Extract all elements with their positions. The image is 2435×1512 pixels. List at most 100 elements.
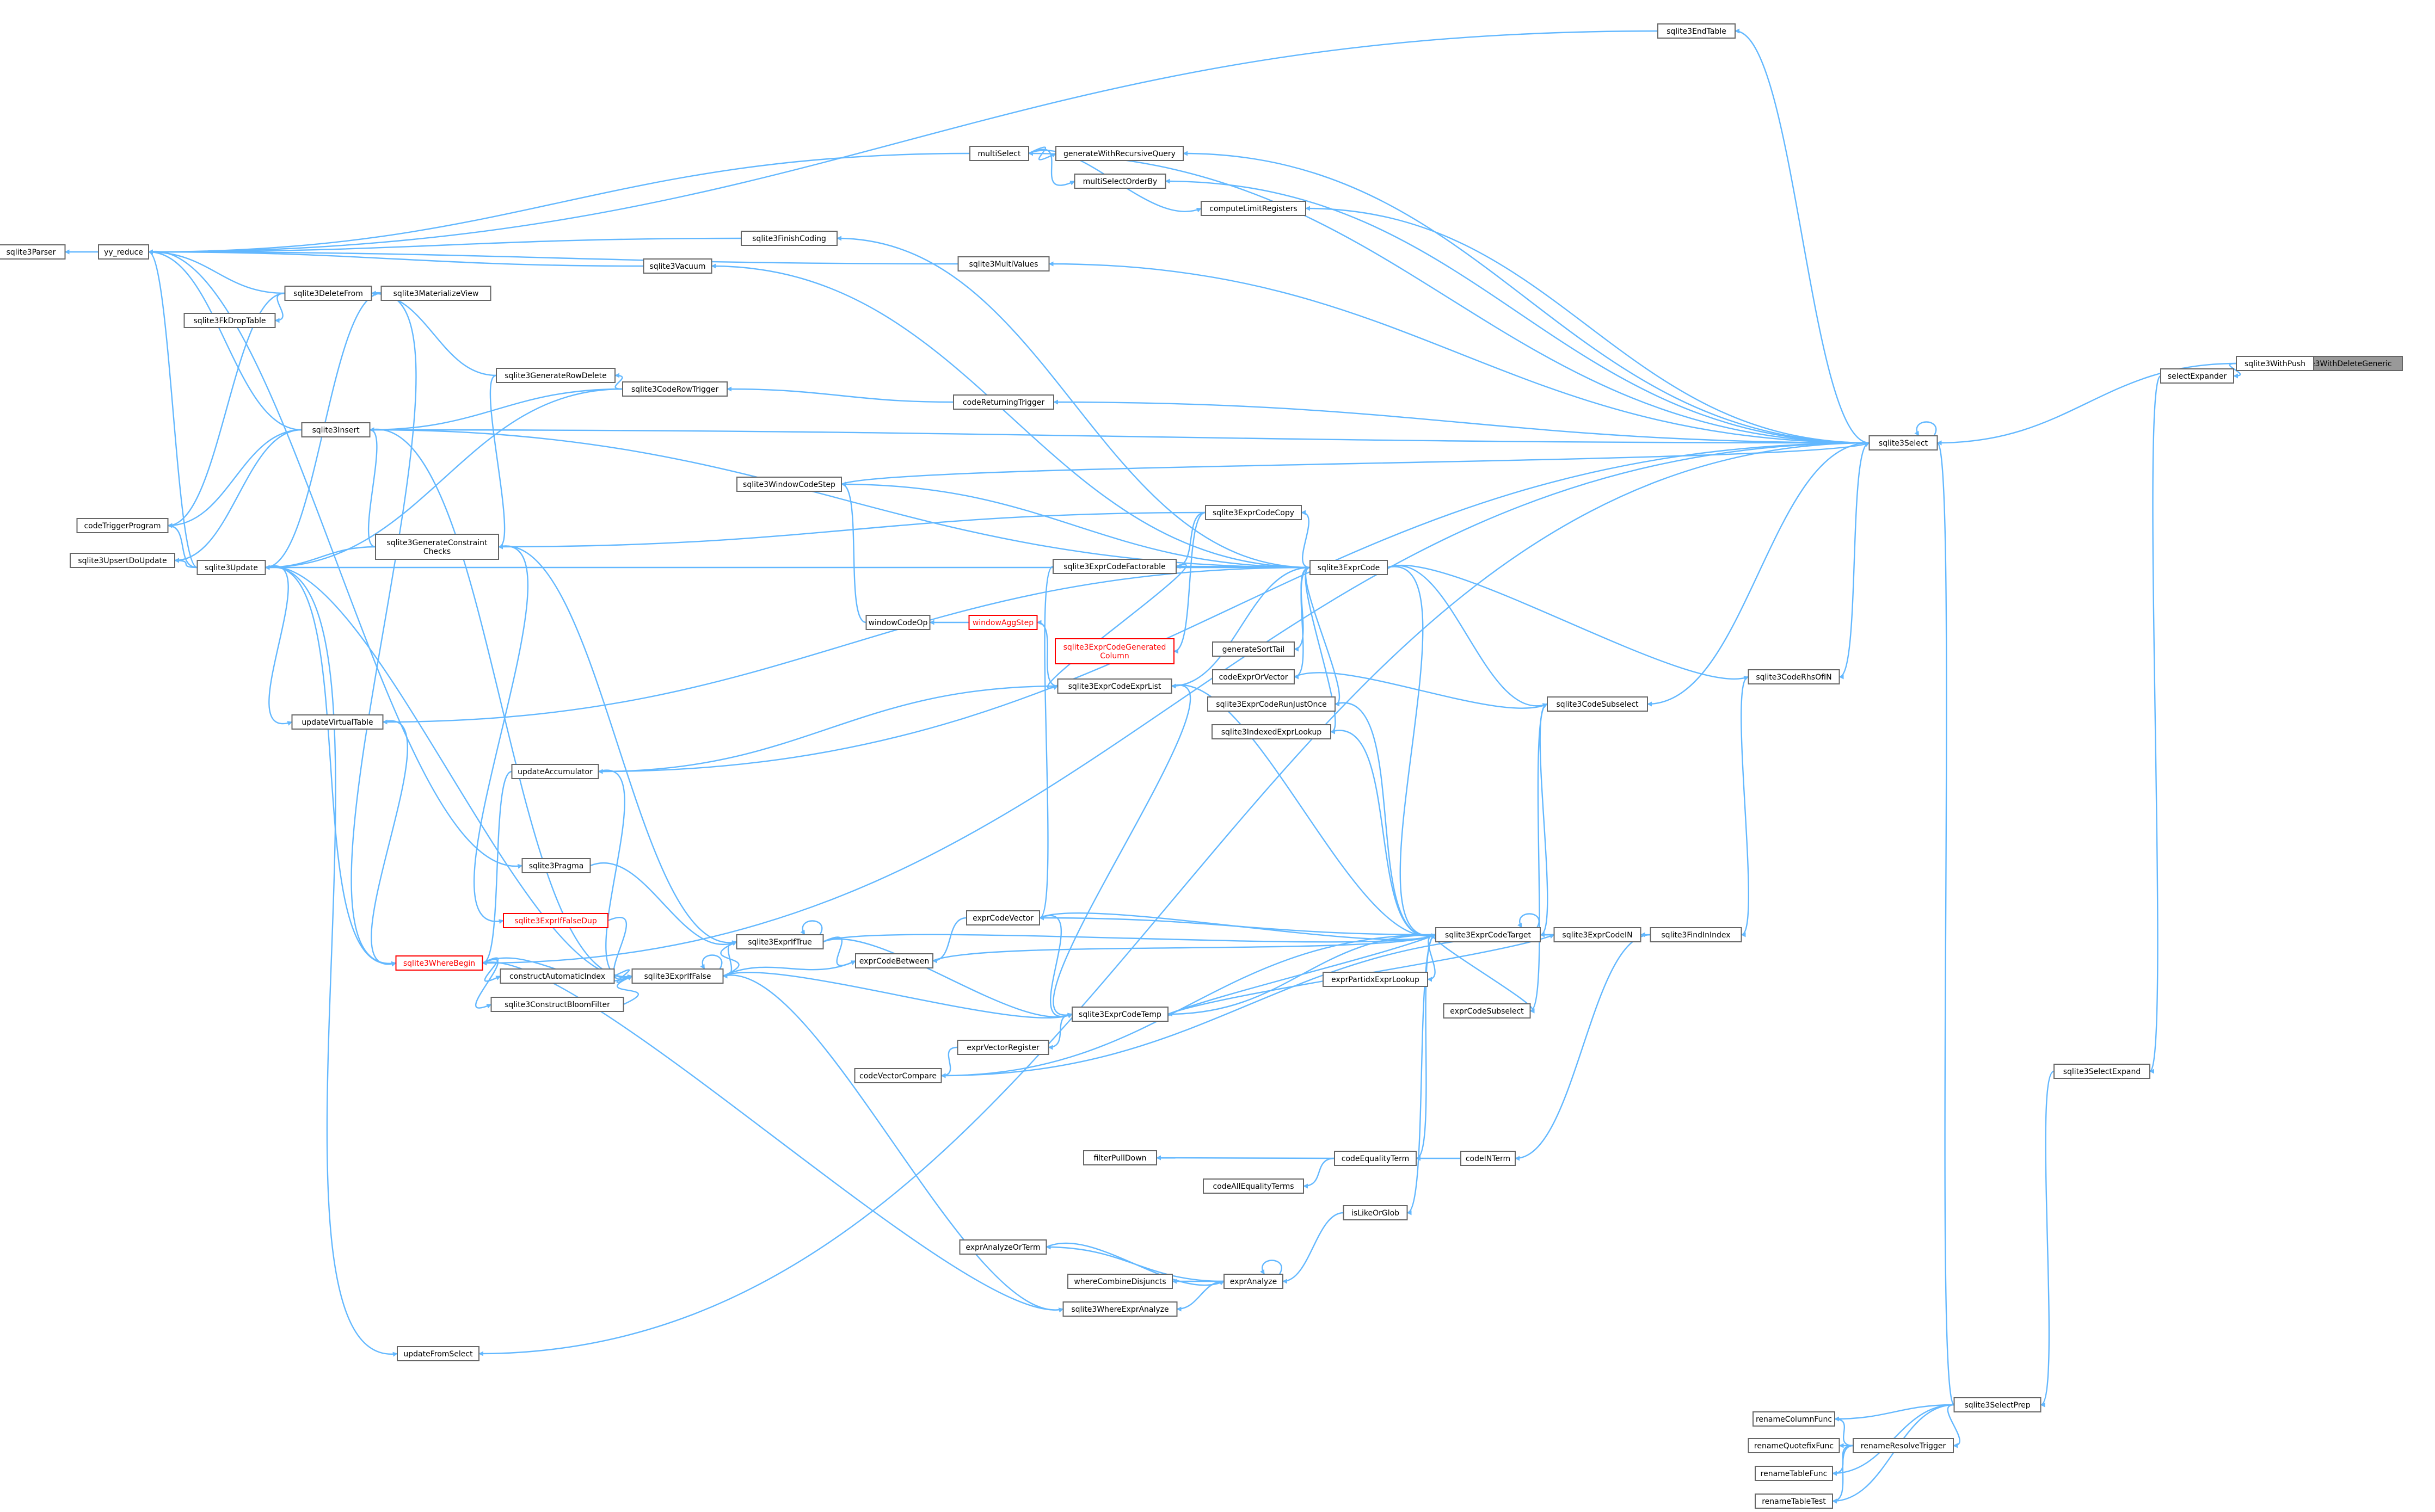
node-exprAnalyze[interactable]: exprAnalyze	[1223, 1274, 1283, 1289]
node-sqlite3CodeRhsOfIN[interactable]: sqlite3CodeRhsOfIN	[1748, 669, 1840, 684]
node-renameTableTest[interactable]: renameTableTest	[1755, 1494, 1833, 1509]
node-codeTriggerProgram[interactable]: codeTriggerProgram	[76, 518, 169, 533]
node-exprVectorRegister[interactable]: exprVectorRegister	[957, 1040, 1049, 1055]
node-box	[959, 1239, 1047, 1255]
node-computeLimitRegisters[interactable]: computeLimitRegisters	[1201, 201, 1306, 216]
node-exprCodeBetween[interactable]: exprCodeBetween	[855, 953, 933, 968]
node-sqlite3DeleteFrom[interactable]: sqlite3DeleteFrom	[284, 286, 372, 301]
node-box	[76, 518, 169, 533]
node-renameTableFunc[interactable]: renameTableFunc	[1755, 1466, 1833, 1481]
node-sqlite3ExprCodeIN[interactable]: sqlite3ExprCodeIN	[1553, 927, 1641, 942]
call-edge	[823, 938, 1073, 1019]
node-sqlite3ConstructBloomFilter[interactable]: sqlite3ConstructBloomFilter	[490, 997, 624, 1012]
call-edge	[148, 30, 1658, 255]
node-box	[1343, 1205, 1408, 1220]
node-sqlite3ExprIfTrue[interactable]: sqlite3ExprIfTrue	[736, 934, 824, 949]
node-label: windowCodeOp	[869, 619, 928, 627]
node-windowCodeOp[interactable]: windowCodeOp	[865, 615, 931, 630]
node-label: whereCombineDisjuncts	[1074, 1278, 1166, 1286]
node-constructAutomaticIndex[interactable]: constructAutomaticIndex	[500, 968, 615, 984]
node-exprCodeSubselect[interactable]: exprCodeSubselect	[1443, 1003, 1531, 1019]
node-sqlite3ExprCodeTemp[interactable]: sqlite3ExprCodeTemp	[1072, 1007, 1169, 1022]
node-sqlite3ExprIfFalse[interactable]: sqlite3ExprIfFalse	[631, 968, 724, 984]
node-generateSortTail[interactable]: generateSortTail	[1212, 641, 1295, 657]
call-edge	[2149, 375, 2162, 1074]
call-edge	[474, 545, 528, 924]
node-sqlite3Pragma[interactable]: sqlite3Pragma	[521, 858, 591, 873]
node-codeEqualityTerm[interactable]: codeEqualityTerm	[1334, 1151, 1417, 1166]
node-codeVectorCompare[interactable]: codeVectorCompare	[854, 1068, 942, 1083]
node-codeReturningTrigger[interactable]: codeReturningTrigger	[953, 394, 1054, 410]
node-sqlite3ExprCodeExprList[interactable]: sqlite3ExprCodeExprList	[1057, 678, 1172, 694]
node-sqlite3CodeRowTrigger[interactable]: sqlite3CodeRowTrigger	[622, 381, 728, 397]
node-box	[0, 244, 66, 260]
call-edge	[1260, 1260, 1282, 1275]
node-sqlite3ExprCodeCopy[interactable]: sqlite3ExprCodeCopy	[1205, 505, 1302, 520]
node-codeINTerm[interactable]: codeINTerm	[1460, 1151, 1516, 1166]
node-codeAllEqualityTerms[interactable]: codeAllEqualityTerms	[1203, 1178, 1304, 1194]
call-edge	[2040, 1070, 2055, 1408]
node-sqlite3WindowCodeStep[interactable]: sqlite3WindowCodeStep	[736, 477, 842, 492]
node-sqlite3FindInIndex[interactable]: sqlite3FindInIndex	[1650, 927, 1742, 942]
node-box	[1755, 1494, 1833, 1509]
node-renameResolveTrigger[interactable]: renameResolveTrigger	[1853, 1438, 1954, 1453]
node-sqlite3EndTable[interactable]: sqlite3EndTable	[1657, 23, 1736, 39]
node-sqlite3Update[interactable]: sqlite3Update	[196, 560, 266, 575]
node-box	[968, 615, 1038, 630]
node-multiSelect[interactable]: multiSelect	[969, 146, 1029, 161]
call-edge	[1036, 620, 1058, 687]
node-sqlite3FinishCoding[interactable]: sqlite3FinishCoding	[741, 231, 838, 246]
node-sqlite3MaterializeView[interactable]: sqlite3MaterializeView	[380, 286, 491, 301]
node-sqlite3WhereBegin[interactable]: sqlite3WhereBegin	[395, 955, 483, 971]
node-sqlite3MultiValues[interactable]: sqlite3MultiValues	[957, 256, 1050, 271]
node-renameColumnFunc[interactable]: renameColumnFunc	[1753, 1411, 1835, 1427]
node-multiSelectOrderBy[interactable]: multiSelectOrderBy	[1074, 174, 1166, 189]
node-sqlite3ExprIfFalseDup[interactable]: sqlite3ExprIfFalseDup	[503, 913, 608, 928]
node-box	[1443, 1003, 1531, 1019]
node-label: selectExpander	[2168, 372, 2227, 381]
node-exprCodeVector[interactable]: exprCodeVector	[966, 910, 1040, 925]
node-sqlite3WhereExprAnalyze[interactable]: sqlite3WhereExprAnalyze	[1062, 1301, 1178, 1317]
node-sqlite3Vacuum[interactable]: sqlite3Vacuum	[643, 258, 712, 274]
node-sqlite3Parser[interactable]: sqlite3Parser	[0, 244, 66, 260]
node-label: generateSortTail	[1222, 645, 1285, 654]
node-sqlite3SelectPrep[interactable]: sqlite3SelectPrep	[1953, 1397, 2042, 1412]
node-yy_reduce[interactable]: yy_reduce	[98, 244, 149, 260]
node-isLikeOrGlob[interactable]: isLikeOrGlob	[1343, 1205, 1408, 1220]
node-sqlite3WithPush[interactable]: sqlite3WithPush	[2236, 356, 2314, 371]
node-label: multiSelect	[978, 150, 1021, 158]
call-edge	[1834, 1416, 1854, 1447]
node-sqlite3Select[interactable]: sqlite3Select	[1868, 435, 1938, 450]
node-sqlite3IndexedExprLookup[interactable]: sqlite3IndexedExprLookup	[1212, 724, 1331, 739]
call-edge	[371, 291, 497, 377]
node-sqlite3GenerateRowDelete[interactable]: sqlite3GenerateRowDelete	[496, 368, 616, 383]
node-generateWithRecursiveQuery[interactable]: generateWithRecursiveQuery	[1055, 146, 1184, 161]
node-sqlite3ExprCodeRunJustOnce[interactable]: sqlite3ExprCodeRunJustOnce	[1207, 696, 1336, 712]
node-label: exprAnalyze	[1230, 1278, 1277, 1286]
node-updateFromSelect[interactable]: updateFromSelect	[397, 1346, 479, 1361]
node-sqlite3ExprCodeFactorable[interactable]: sqlite3ExprCodeFactorable	[1053, 559, 1177, 574]
node-updateAccumulator[interactable]: updateAccumulator	[511, 764, 599, 779]
node-filterPullDown[interactable]: filterPullDown	[1083, 1150, 1157, 1165]
node-exprAnalyzeOrTerm[interactable]: exprAnalyzeOrTerm	[959, 1239, 1047, 1255]
node-windowAggStep[interactable]: windowAggStep	[968, 615, 1038, 630]
node-sqlite3CodeSubselect[interactable]: sqlite3CodeSubselect	[1547, 696, 1648, 712]
node-sqlite3Insert[interactable]: sqlite3Insert	[301, 422, 371, 437]
node-box	[2236, 356, 2314, 371]
node-sqlite3SelectExpand[interactable]: sqlite3SelectExpand	[2053, 1064, 2150, 1079]
node-exprPartidxExprLookup[interactable]: exprPartidxExprLookup	[1323, 972, 1428, 987]
node-updateVirtualTable[interactable]: updateVirtualTable	[291, 714, 384, 730]
node-codeExprOrVector[interactable]: codeExprOrVector	[1212, 669, 1295, 684]
node-sqlite3UpsertDoUpdate[interactable]: sqlite3UpsertDoUpdate	[70, 553, 175, 568]
node-sqlite3ExprCode[interactable]: sqlite3ExprCode	[1309, 560, 1388, 575]
node-renameQuotefixFunc[interactable]: renameQuotefixFunc	[1748, 1438, 1840, 1453]
node-sqlite3FkDropTable[interactable]: sqlite3FkDropTable	[183, 313, 276, 328]
node-whereCombineDisjuncts[interactable]: whereCombineDisjuncts	[1067, 1274, 1173, 1289]
node-sqlite3ExprCodeTarget[interactable]: sqlite3ExprCodeTarget	[1435, 927, 1541, 942]
node-box	[291, 714, 384, 730]
node-selectExpander[interactable]: selectExpander	[2160, 368, 2234, 384]
node-label: sqlite3SelectExpand	[2063, 1067, 2141, 1076]
node-label: exprCodeSubselect	[1450, 1007, 1524, 1016]
